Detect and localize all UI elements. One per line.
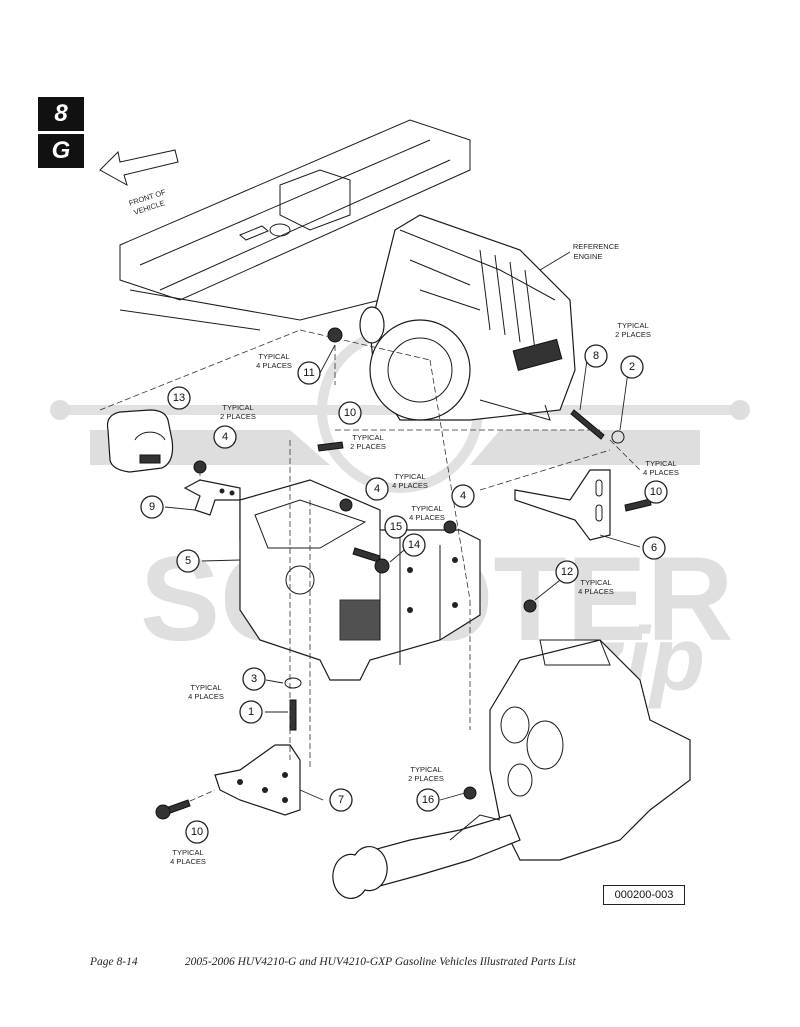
svg-text:15: 15 [390, 521, 402, 533]
callout-12: 12 [555, 560, 579, 584]
typical-label: TYPICAL [645, 459, 676, 468]
typical-label-count: 2 PLACES [350, 442, 386, 451]
svg-text:13: 13 [173, 392, 185, 404]
svg-text:4: 4 [460, 490, 466, 502]
callout-15: 15 [384, 515, 408, 539]
front-of-vehicle-arrow: FRONT OF VEHICLE [99, 149, 179, 217]
svg-text:16: 16 [422, 794, 434, 806]
typical-label: TYPICAL [580, 578, 611, 587]
svg-text:1: 1 [248, 706, 254, 718]
callout-11: 11 [297, 361, 321, 385]
page-number: Page 8-14 [90, 956, 138, 968]
reference-engine-label-2: ENGINE [574, 252, 603, 261]
svg-text:3: 3 [251, 673, 257, 685]
document-title: 2005-2006 HUV4210-G and HUV4210-GXP Gaso… [184, 956, 576, 968]
reference-engine [359, 214, 576, 421]
typical-label: TYPICAL [410, 765, 441, 774]
svg-text:4: 4 [222, 431, 228, 443]
typical-label: TYPICAL [172, 848, 203, 857]
callout-8: 8 [584, 344, 608, 368]
typical-label: TYPICAL [222, 403, 253, 412]
callout-6: 6 [642, 536, 666, 560]
section-letter-tab: G [38, 134, 84, 168]
callout-4: 4 [365, 477, 389, 501]
reference-engine-label: REFERENCE ENGINE [539, 242, 619, 271]
callout-13: 13 [167, 386, 191, 410]
typical-label-count: 4 PLACES [256, 361, 292, 370]
section-letter: G [51, 137, 71, 164]
vehicle-frame [119, 119, 471, 331]
callout-4: 4 [451, 484, 475, 508]
reference-engine-label-1: REFERENCE [573, 242, 619, 251]
page-footer: Page 8-14 2005-2006 HUV4210-G and HUV421… [90, 956, 576, 968]
transaxle [332, 639, 691, 899]
svg-text:8: 8 [593, 350, 599, 362]
bracket-6 [514, 469, 611, 541]
typical-label: TYPICAL [258, 352, 289, 361]
callout-14: 14 [402, 533, 426, 557]
svg-text:9: 9 [149, 501, 155, 513]
section-number: 8 [54, 100, 68, 127]
svg-text:5: 5 [185, 555, 191, 567]
callout-10: 10 [185, 820, 209, 844]
svg-text:2: 2 [629, 361, 635, 373]
callout-2: 2 [620, 355, 644, 379]
svg-text:4: 4 [374, 483, 380, 495]
figure-reference-text: 000200-003 [614, 889, 674, 901]
typical-label-count: 2 PLACES [408, 774, 444, 783]
typical-label: TYPICAL [352, 433, 383, 442]
typical-label-count: 4 PLACES [643, 468, 679, 477]
typical-label-count: 4 PLACES [409, 513, 445, 522]
typical-label: TYPICAL [190, 683, 221, 692]
fasteners [155, 327, 652, 820]
typical-label-count: 2 PLACES [615, 330, 651, 339]
svg-text:10: 10 [191, 826, 203, 838]
callout-9: 9 [140, 495, 164, 519]
callout-16: 16 [416, 788, 440, 812]
callout-3: 3 [242, 667, 266, 691]
typical-label-count: 4 PLACES [392, 481, 428, 490]
figure-reference-number: 000200-003 [603, 885, 685, 905]
svg-text:7: 7 [338, 794, 344, 806]
typical-label-count: 4 PLACES [578, 587, 614, 596]
bracket-9 [183, 479, 241, 516]
typical-label: TYPICAL [411, 504, 442, 513]
bracket-7 [214, 744, 301, 816]
typical-label-count: 2 PLACES [220, 412, 256, 421]
callout-7: 7 [329, 788, 353, 812]
svg-text:11: 11 [303, 367, 314, 379]
section-number-tab: 8 [38, 97, 84, 131]
typical-label: TYPICAL [394, 472, 425, 481]
typical-label-count: 4 PLACES [170, 857, 206, 866]
callout-10: 10 [338, 401, 362, 425]
svg-text:10: 10 [344, 407, 356, 419]
typical-labels: TYPICAL 4 PLACES TYPICAL 2 PLACES TYPICA… [170, 321, 679, 866]
typical-label: TYPICAL [617, 321, 648, 330]
callout-10: 10 [644, 480, 668, 504]
svg-text:6: 6 [651, 542, 657, 554]
rubber-mount-13 [106, 409, 174, 473]
svg-text:10: 10 [650, 486, 662, 498]
svg-text:12: 12 [561, 566, 573, 578]
callouts: 1 2 3 4 4 4 5 6 7 8 9 10 10 10 11 12 13 … [140, 344, 668, 844]
leader-lines [99, 329, 641, 813]
svg-text:14: 14 [408, 539, 420, 551]
callout-5: 5 [176, 549, 200, 573]
typical-label-count: 4 PLACES [188, 692, 224, 701]
callout-4: 4 [213, 425, 237, 449]
callout-1: 1 [239, 700, 263, 724]
